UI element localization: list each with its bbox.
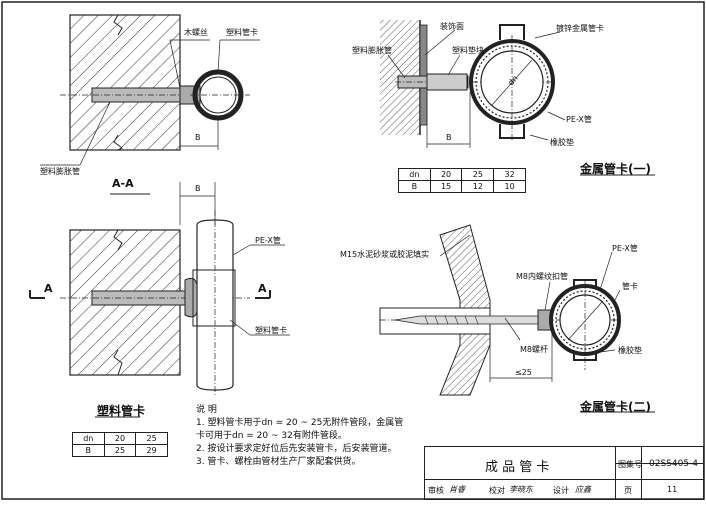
pe-x-pipe-label-1: PE-X管: [255, 236, 281, 245]
vertical-pipe: [196, 219, 234, 391]
pipe-clip-label: 管卡: [622, 282, 638, 291]
review-label: 审核: [428, 486, 444, 495]
metal-clip-1-caption: 金属管卡(一): [580, 162, 651, 176]
table-cell: 12: [461, 180, 495, 193]
b-dim-1: B: [195, 133, 201, 142]
design-signature: 应鑫: [575, 485, 591, 494]
plastic-anchor-left-label: 塑料膨胀管: [40, 167, 80, 176]
check-signature: 李晓东: [509, 485, 533, 494]
rubber-pad-label-2: 橡胶垫: [618, 346, 642, 355]
atlas-number: 02SS405-4: [649, 459, 699, 469]
notes-line: 卡可用于dn = 20 ~ 32有附件管段。: [196, 431, 347, 441]
table-cell: 20: [103, 432, 137, 445]
pe-x-pipe-label-2: PE-X管: [566, 115, 592, 124]
plastic-spacer-label: 塑料垫块: [452, 46, 484, 55]
table-cell: B: [72, 444, 105, 457]
m8-rod-label: M8螺杆: [520, 345, 548, 354]
m15-mortar-label: M15水泥砂浆或胶泥填实: [340, 250, 430, 259]
table-cell: 25: [461, 168, 495, 181]
table-cell: dn: [72, 432, 105, 445]
metal-clip-2-caption: 金属管卡(二): [580, 400, 651, 414]
table-cell: dn: [398, 168, 431, 181]
page-label: 页: [624, 486, 632, 495]
wood-screw-label: 木螺丝: [184, 28, 208, 37]
notes-block: 说 明 1. 塑料管卡用于dn = 20 ~ 25无附件管段，金属管 卡可用于d…: [196, 404, 403, 469]
decor-face-layer: [419, 24, 428, 126]
plastic-anchor-right-label: 塑料膨胀管: [352, 46, 392, 55]
b-dim-2: B: [195, 184, 201, 193]
table-cell: 25: [103, 444, 137, 457]
section-a-right: A: [258, 282, 267, 295]
rubber-pad-label-1: 橡胶垫: [550, 138, 574, 147]
design-label: 设计: [553, 486, 569, 495]
page-number: 11: [667, 485, 678, 494]
notes-line: 1. 塑料管卡用于dn = 20 ~ 25无附件管段，金属管: [196, 418, 404, 428]
section-aa-label: A-A: [112, 177, 134, 190]
table-cell: 20: [429, 168, 463, 181]
notes-heading: 说 明: [196, 405, 217, 415]
section-a-left: A: [44, 282, 53, 295]
table-cell: 15: [429, 180, 463, 193]
title-block-title: 成 品 管 卡: [485, 460, 550, 475]
plastic-clip-top-label: 塑料管卡: [226, 28, 258, 37]
check-label: 校对: [489, 486, 505, 495]
plastic-clip-caption: 塑料管卡: [97, 404, 146, 418]
table-cell: 25: [135, 432, 168, 445]
decor-face-label: 装饰面: [440, 22, 464, 31]
review-signature: 肖睿: [449, 485, 465, 494]
plastic-clip-label-2: 塑料管卡: [255, 326, 287, 335]
title-block: 成 品 管 卡 图集号 02SS405-4 审核 肖睿 校对 李晓东 设计 应鑫…: [424, 446, 704, 500]
notes-line: 3. 管卡、螺栓由管材生产厂家配套供货。: [196, 457, 361, 467]
metal-clip-1-drawing: [380, 20, 655, 176]
galv-clip-label: 镀锌金属管卡: [556, 24, 604, 33]
table-cell: 10: [493, 180, 526, 193]
b-dim-3: B: [446, 133, 452, 142]
le25-label: ≤25: [515, 368, 532, 377]
pe-x-pipe-label-3: PE-X管: [612, 244, 638, 253]
table-cell: B: [398, 180, 431, 193]
metal-clip-2-drawing: [379, 224, 655, 413]
atlas-label: 图集号: [618, 460, 642, 469]
section-aa-drawing: [40, 14, 260, 195]
notes-line: 2. 按设计要求定好位后先安装管卡，后安装管道。: [196, 444, 397, 454]
wall-hatch-aa: [69, 14, 181, 151]
table-cell: 32: [493, 168, 526, 181]
m8-nut-label: M8内螺纹扣管: [516, 272, 568, 281]
table-cell: 29: [135, 444, 168, 457]
plastic-clip-elevation: [29, 182, 290, 418]
